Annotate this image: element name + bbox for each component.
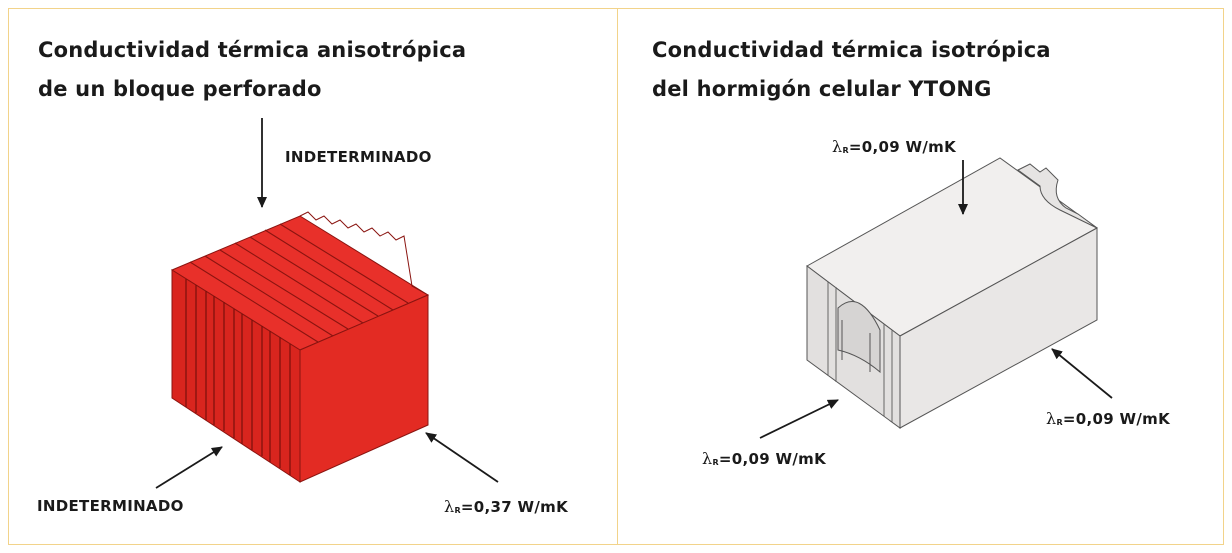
- perforated-block-ribs: [185, 279, 291, 475]
- perforated-block-teeth: [299, 211, 429, 296]
- perforated-block-top-grooves: [189, 223, 409, 343]
- right-bottom-lambda-label: λR=0,09 W/mK: [702, 449, 826, 468]
- lambda-symbol: λ: [832, 137, 843, 156]
- ytong-block-end-profile: [827, 282, 893, 422]
- right-title-line-2: del hormigón celular YTONG: [652, 77, 992, 101]
- left-right-arrow: [425, 432, 499, 483]
- perforated-block-side-face: [171, 269, 301, 483]
- lambda-value: =0,09 W/mK: [848, 138, 956, 156]
- lambda-subscript: R: [842, 146, 849, 155]
- left-title-line-1: Conductividad térmica anisotrópica: [38, 38, 467, 62]
- lambda-subscript: R: [712, 458, 719, 467]
- right-right-arrow: [1051, 348, 1113, 399]
- left-bottom-left-label: INDETERMINADO: [37, 497, 184, 515]
- right-bottom-arrow: [759, 399, 839, 439]
- ytong-block-top-notch: [1017, 163, 1098, 229]
- left-title-line-2: de un bloque perforado: [38, 77, 322, 101]
- left-top-label: INDETERMINADO: [285, 148, 432, 166]
- lambda-symbol: λ: [702, 449, 713, 468]
- ytong-block-grip-cutout: [837, 301, 881, 374]
- lambda-value: =0,09 W/mK: [1062, 410, 1170, 428]
- right-title-line-1: Conductividad térmica isotrópica: [652, 38, 1051, 62]
- right-panel-title: Conductividad térmica isotrópica del hor…: [652, 31, 1051, 109]
- lambda-symbol: λ: [444, 497, 455, 516]
- right-top-lambda-label: λR=0,09 W/mK: [832, 137, 956, 156]
- ytong-block-illustration: [806, 157, 1098, 429]
- lambda-subscript: R: [1056, 418, 1063, 427]
- lambda-symbol: λ: [1046, 409, 1057, 428]
- left-bottom-arrow: [155, 446, 223, 489]
- left-lambda-label: λR=0,37 W/mK: [444, 497, 568, 516]
- lambda-value: =0,09 W/mK: [718, 450, 826, 468]
- perforated-block-illustration: [170, 211, 430, 483]
- left-panel-title: Conductividad térmica anisotrópica de un…: [38, 31, 466, 109]
- lambda-value: =0,37 W/mK: [460, 498, 568, 516]
- right-side-lambda-label: λR=0,09 W/mK: [1046, 409, 1170, 428]
- lambda-subscript: R: [454, 506, 461, 515]
